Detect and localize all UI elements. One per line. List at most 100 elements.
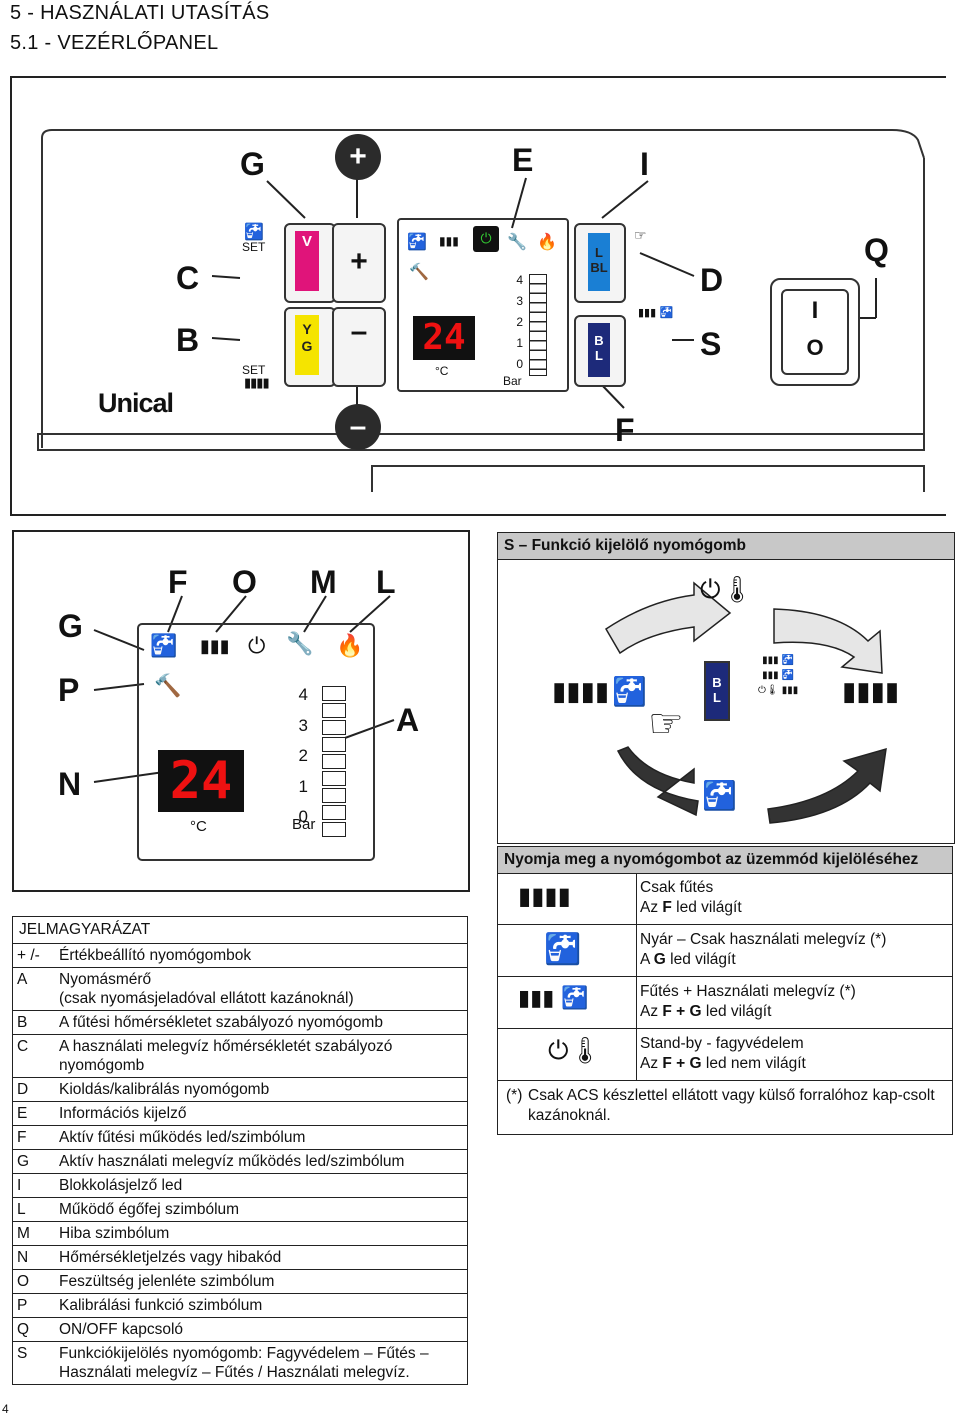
tap-icon: 🚰 bbox=[244, 222, 264, 241]
zoom-bar-tick-3: 3 bbox=[298, 715, 308, 735]
bl-function-button[interactable]: B L bbox=[704, 661, 730, 721]
label-I: I bbox=[640, 146, 649, 182]
switch-on-label: I bbox=[811, 297, 819, 324]
legend-value: Feszültség jelenléte szimbólum bbox=[55, 1269, 467, 1294]
legend-value: ON/OFF kapcsoló bbox=[55, 1317, 467, 1342]
modes-rows: ▮▮▮▮ Csak fűtés Az F led világít 🚰 Nyár … bbox=[497, 874, 953, 1081]
plus-sign: + bbox=[350, 245, 368, 278]
bar-tick-3: 3 bbox=[516, 294, 523, 308]
mode-row-2: Nyár – Csak használati melegvíz (*) A G … bbox=[640, 930, 886, 970]
legend-value: Nyomásmérő (csak nyomásjeladóval ellátot… bbox=[55, 967, 467, 1011]
zoomed-display-figure: F O M L G P N A 🚰 ▮▮▮ ⏻ 🔧 🔥 🔨 24 °C 4 3 … bbox=[12, 530, 470, 892]
minus-button[interactable]: – bbox=[332, 307, 386, 387]
unit-celsius: °C bbox=[435, 364, 449, 378]
zoom-temperature-display: 24 bbox=[158, 750, 244, 812]
zoom-unit-celsius: °C bbox=[190, 818, 207, 835]
legend-value: Hiba szimbólum bbox=[55, 1221, 467, 1246]
function-box-title: S – Funkció kijelölő nyomógomb bbox=[498, 533, 954, 560]
function-select-figure: S – Funkció kijelölő nyomógomb ⏻🌡 ▮▮▮▮ 🚰… bbox=[497, 532, 955, 844]
modes-table-title: Nyomja meg a nyomógombot az üzemmód kije… bbox=[497, 846, 953, 874]
legend-key: Q bbox=[13, 1317, 55, 1342]
plus-button[interactable]: + bbox=[332, 223, 386, 303]
zoom-pressure-gauge bbox=[322, 686, 346, 839]
legend-value: Aktív használati melegvíz működés led/sz… bbox=[55, 1149, 467, 1174]
zoom-label-F: F bbox=[168, 564, 188, 600]
legend-value: Kioldás/kalibrálás nyomógomb bbox=[55, 1077, 467, 1102]
zoom-label-P: P bbox=[58, 672, 80, 708]
flame-icon: 🔥 bbox=[537, 232, 557, 251]
set-label-heating: SET bbox=[242, 363, 266, 377]
mode-icons-group: ▮▮▮ 🚰 bbox=[638, 306, 674, 319]
mode-2-led: A G led világít bbox=[640, 951, 736, 968]
mode-4-led: Az F + G led nem világít bbox=[640, 1055, 806, 1072]
legend-value: Hőmérsékletjelzés vagy hibakód bbox=[55, 1245, 467, 1270]
pressing-hand-icon: ☞ bbox=[648, 701, 684, 747]
mode-2-name: Nyár – Csak használati melegvíz (*) bbox=[640, 931, 887, 948]
dhw-temp-button[interactable]: V bbox=[284, 223, 336, 303]
legend-key: N bbox=[13, 1245, 55, 1270]
info-display: 🚰 ▮▮▮ ⏻ 🔧 🔥 🔨 24 °C 4 3 2 1 0 Bar bbox=[397, 218, 569, 392]
bar-tick-1: 1 bbox=[516, 336, 523, 350]
legend-key: + /- bbox=[13, 943, 55, 968]
legend-value: Blokkolásjelző led bbox=[55, 1173, 467, 1198]
radiator-symbol-icon: ▮▮▮ bbox=[439, 234, 459, 248]
power-switch[interactable]: I O bbox=[770, 278, 860, 386]
standby-frost-icon: ⏻🌡 bbox=[700, 575, 754, 605]
legend-row: + /-Értékbeállító nyomógombok bbox=[13, 943, 467, 968]
legend-value: Kalibrálási funkció szimbólum bbox=[55, 1293, 467, 1318]
page-number: 4 bbox=[2, 1402, 9, 1416]
note-mark: (*) bbox=[506, 1087, 523, 1104]
legend-value: A fűtési hőmérsékletet szabályozó nyomóg… bbox=[55, 1010, 467, 1035]
heating-temp-button[interactable]: Y G bbox=[284, 307, 336, 387]
modes-note: (*) Csak ACS készlettel ellátott vagy kü… bbox=[497, 1080, 953, 1135]
panel-outline bbox=[37, 129, 925, 492]
mode-standby-icon: ⏻🌡 bbox=[548, 1036, 602, 1066]
label-C: C bbox=[176, 260, 200, 296]
legend-value: Információs kijelző bbox=[55, 1101, 467, 1126]
label-F: F bbox=[615, 412, 635, 448]
zoom-flame-icon: 🔥 bbox=[336, 634, 364, 659]
mode-heating-dhw-icon: ▮▮▮ 🚰 bbox=[518, 986, 589, 1011]
tap-symbol-icon: 🚰 bbox=[407, 232, 427, 251]
zoom-tap-icon: 🚰 bbox=[150, 634, 178, 659]
unit-bar: Bar bbox=[503, 374, 522, 388]
bar-tick-0: 0 bbox=[516, 357, 523, 371]
mode-row-3: Fűtés + Használati melegvíz (*) Az F + G… bbox=[640, 982, 856, 1022]
heating-icon-right: ▮▮▮▮ bbox=[842, 677, 900, 707]
legend-key: S bbox=[13, 1341, 55, 1384]
legend-key: P bbox=[13, 1293, 55, 1318]
legend-key: C bbox=[13, 1034, 55, 1078]
zoom-bar-scale: 4 3 2 1 0 bbox=[284, 680, 308, 833]
mode-heating-icon: ▮▮▮▮ bbox=[518, 882, 571, 910]
radiator-icon: ▮▮▮▮ bbox=[244, 376, 270, 391]
heating-led: Y G bbox=[295, 315, 319, 375]
power-icon: ⏻ bbox=[480, 230, 492, 246]
note-text: Csak ACS készlettel ellátott vagy külső … bbox=[528, 1087, 935, 1124]
switch-off-label: O bbox=[806, 335, 824, 360]
zoom-bar-tick-0: 0 bbox=[298, 807, 308, 826]
mode-mini-icons: ▮▮▮ 🚰▮▮▮ 🚰⏻🌡 ▮▮▮ bbox=[758, 655, 799, 696]
legend-value: Értékbeállító nyomógombok bbox=[55, 943, 467, 968]
mode-dhw-icon: 🚰 bbox=[544, 932, 582, 967]
legend-value: A használati melegvíz hőmérsékletét szab… bbox=[55, 1034, 467, 1078]
function-select-button[interactable]: B L bbox=[574, 315, 626, 387]
legend-title: JELMAGYARÁZAT bbox=[19, 921, 151, 938]
reset-button[interactable]: L BL bbox=[574, 223, 626, 303]
section-heading: 5 - HASZNÁLATI UTASÍTÁS bbox=[10, 2, 270, 24]
modes-table: Nyomja meg a nyomógombot az üzemmód kije… bbox=[497, 846, 953, 1136]
zoom-label-A: A bbox=[396, 702, 420, 738]
hand-press-icon: ☞ bbox=[634, 228, 647, 244]
legend-key: M bbox=[13, 1221, 55, 1246]
